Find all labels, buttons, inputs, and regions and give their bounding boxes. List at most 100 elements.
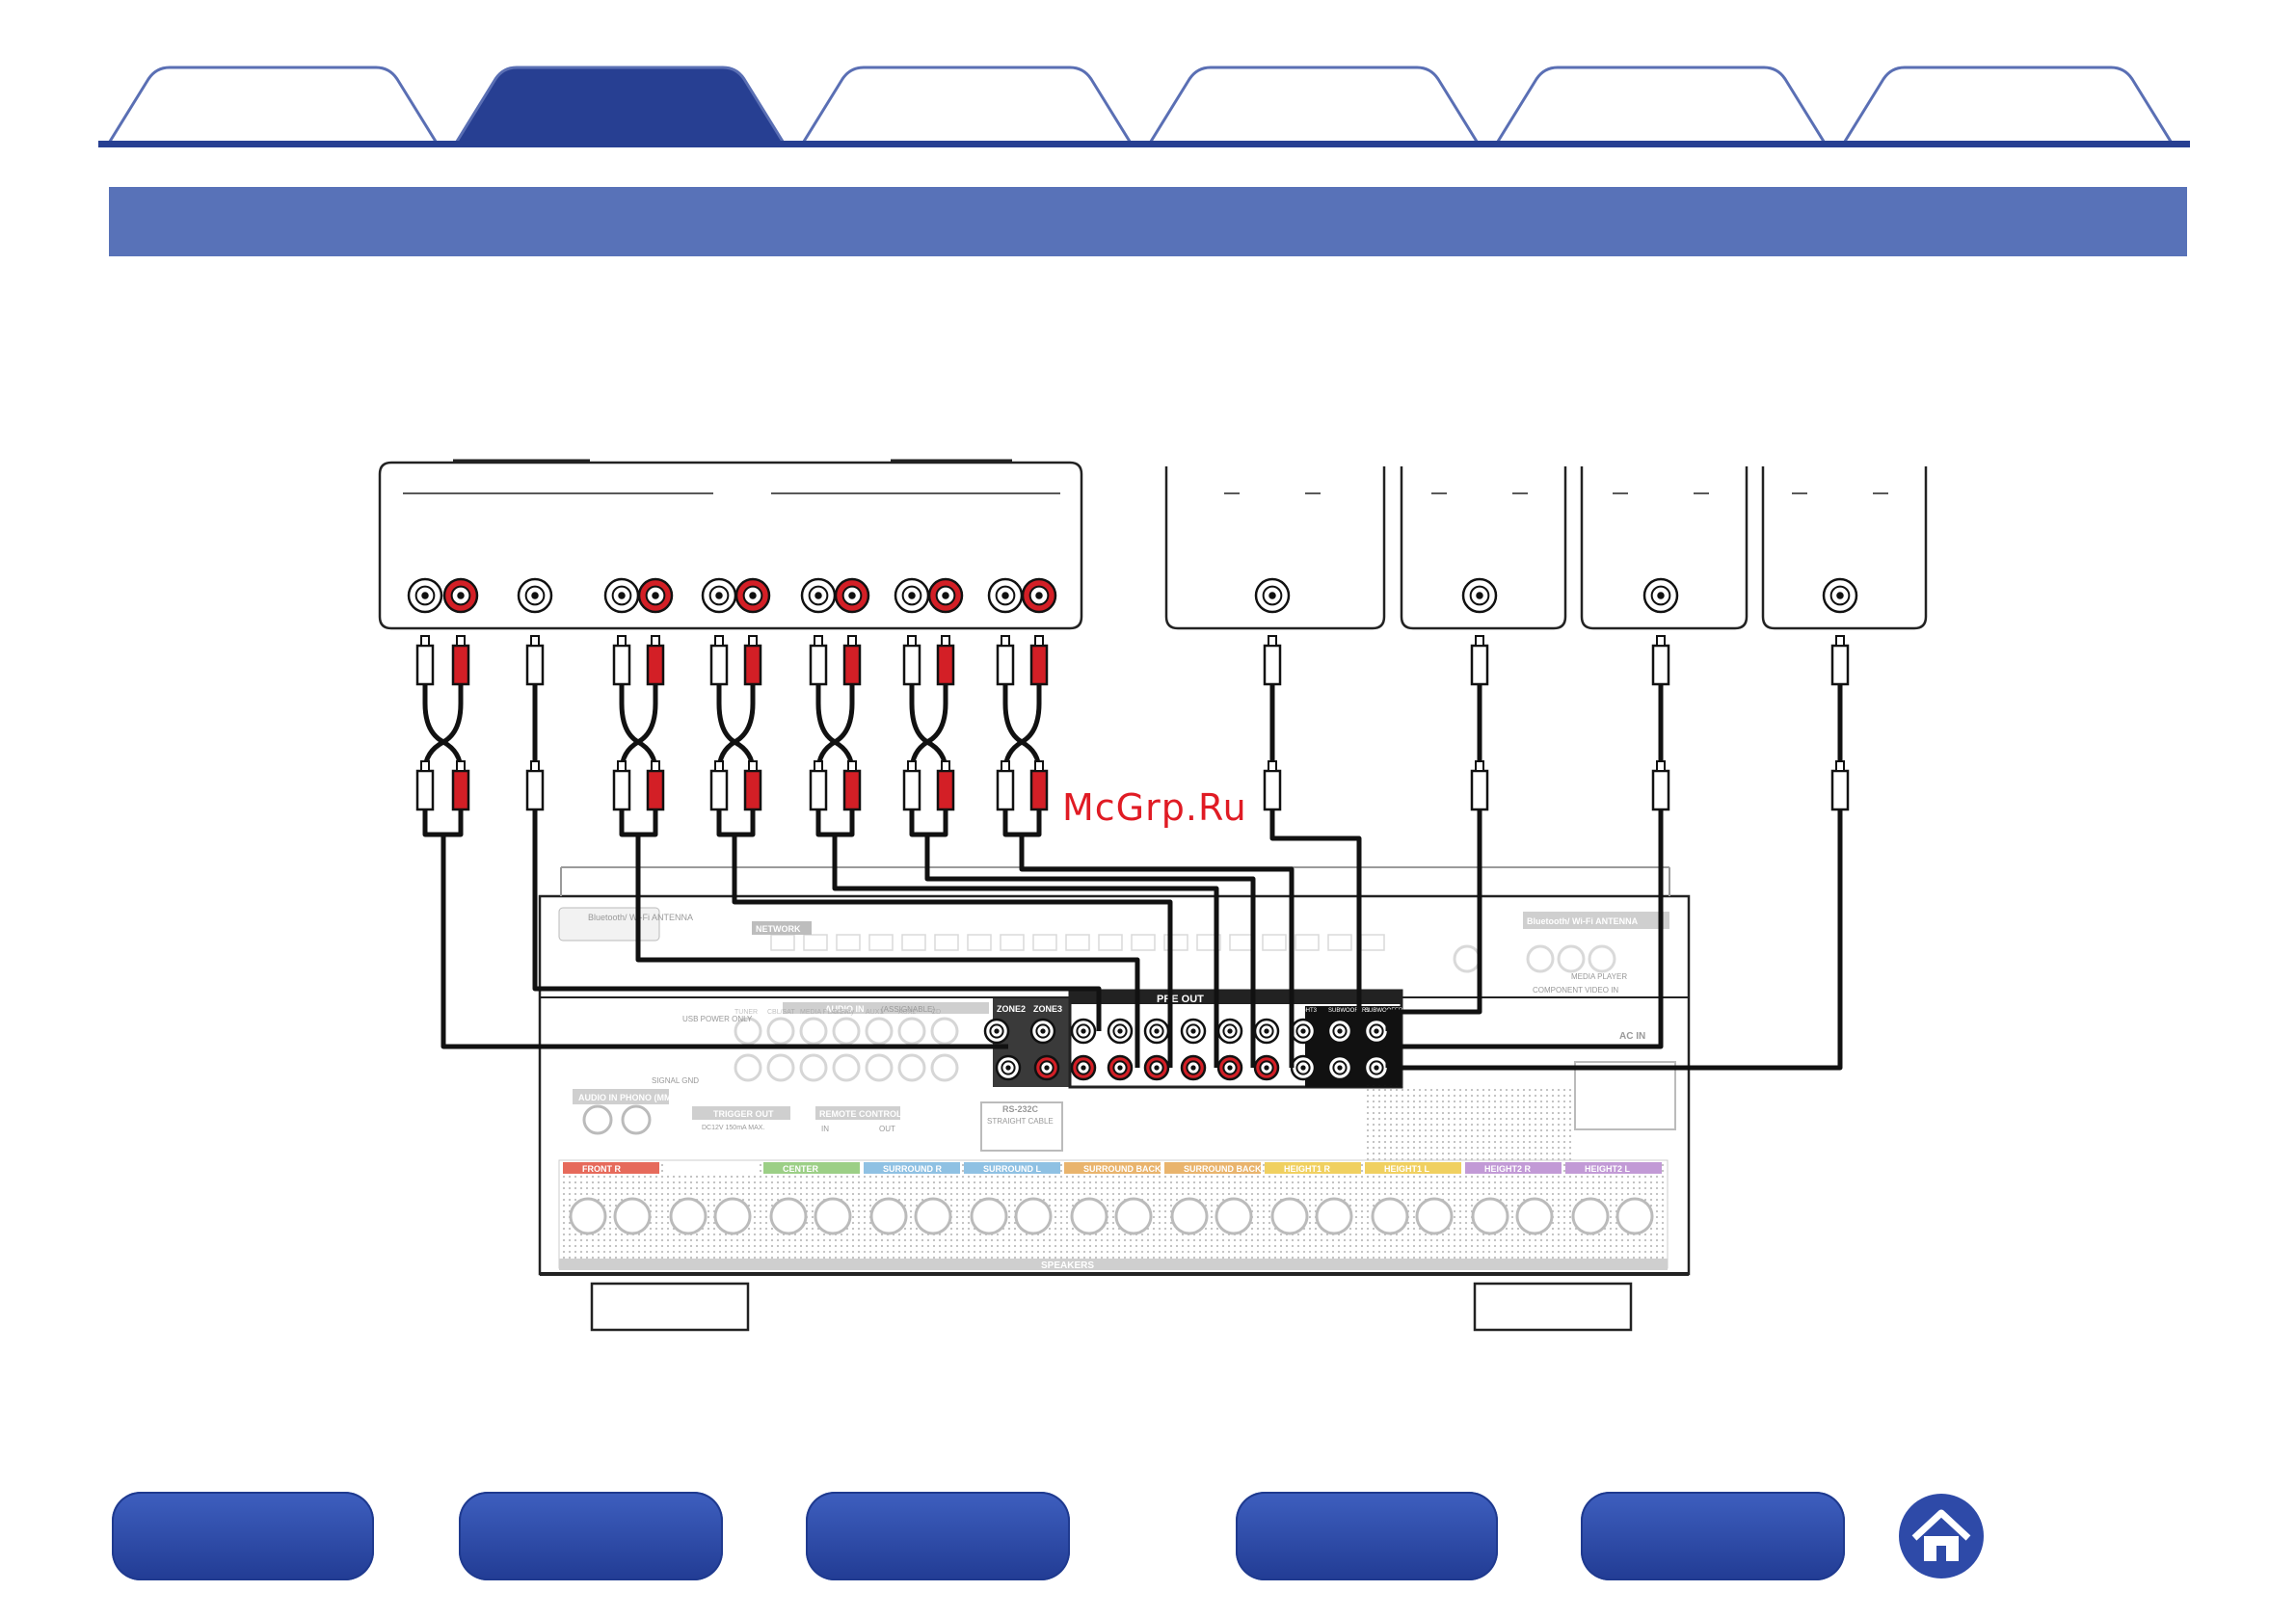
speaker-group-label-5: SURROUND L (983, 1164, 1042, 1174)
cable-mono-plug-top (525, 635, 545, 686)
speaker-group-8 (1265, 1162, 1361, 1174)
cable-4-plug-top-l (809, 635, 828, 686)
tab-2[interactable] (452, 66, 788, 146)
tab-6[interactable] (1840, 66, 2176, 146)
network-label: NETWORK (756, 924, 801, 934)
cable-4-plug-top-r (842, 635, 862, 686)
cable-6-plug-bottom-r (1029, 760, 1049, 811)
tab-3[interactable] (799, 66, 1135, 146)
zone2-label: ZONE2 (997, 1004, 1026, 1014)
cable-route-6 (924, 835, 1256, 1068)
sub-cable-3-plug-top (1651, 635, 1670, 686)
speaker-group-label-2: FRONT L (682, 1164, 720, 1174)
subwoofer-box-4 (1761, 466, 1928, 630)
home-button[interactable] (1897, 1492, 1986, 1580)
nav-button-1[interactable] (112, 1492, 374, 1580)
cable-2-plug-bottom-l (612, 760, 631, 811)
speaker-group-label-4: SURROUND R (883, 1164, 943, 1174)
preout-channel-label-2: CENTER (1108, 1008, 1133, 1014)
sub-cable-3-plug-bottom (1651, 760, 1670, 811)
speaker-group-label-3: CENTER (783, 1164, 819, 1174)
cable-3-plug-bottom-l (709, 760, 729, 811)
speaker-group-label-11: HEIGHT2 L (1585, 1164, 1631, 1174)
speaker-group-9 (1365, 1162, 1461, 1174)
cable-route-2 (532, 809, 1102, 1031)
trigger-sub-label: DC12V 150mA MAX. (702, 1125, 764, 1131)
nav-button-5[interactable] (1581, 1492, 1845, 1580)
cable-mono-plug-bottom (525, 760, 545, 811)
watermark: McGrp.Ru (1062, 786, 1247, 829)
usb-label: USB POWER ONLY (682, 1015, 753, 1023)
audio-in-assignable: (ASSIGNABLE) (881, 1005, 935, 1014)
cable-1-plug-top-r (451, 635, 470, 686)
cable-1-plug-bottom-l (415, 760, 435, 811)
preout-channel-label-5: HEIGHT1 (1218, 1008, 1244, 1014)
nav-button-2[interactable] (459, 1492, 723, 1580)
preout-label: PRE OUT (1157, 994, 1204, 1005)
cable-2-plug-top-r (646, 635, 665, 686)
cable-1-plug-top-l (415, 635, 435, 686)
sub-cable-4-plug-top (1830, 635, 1850, 686)
speakers-label: SPEAKERS (1041, 1260, 1094, 1271)
remote-in-label: IN (821, 1125, 829, 1133)
preout-channel-label-8: SUBWOOFER1 (1328, 1008, 1370, 1014)
preout-channel-label-9: SUBWOOFER2 (1365, 1008, 1406, 1014)
tab-bar (98, 66, 2190, 147)
cable-6-plug-top-r (1029, 635, 1049, 686)
cable-5-plug-bottom-r (936, 760, 955, 811)
sub-cable-route-2 (1385, 809, 1482, 1031)
speaker-group-label-8: HEIGHT1 R (1284, 1164, 1331, 1174)
sub-cable-1-plug-top (1263, 635, 1282, 686)
trigger-label: TRIGGER OUT (713, 1109, 774, 1119)
tab-4[interactable] (1146, 66, 1482, 146)
cable-route-1 (441, 835, 1008, 1049)
cable-2-plug-bottom-r (646, 760, 665, 811)
component-video-label: COMPONENT VIDEO IN (1533, 986, 1618, 995)
remote-control-label: REMOTE CONTROL (819, 1109, 902, 1119)
cable-1-plug-bottom-r (451, 760, 470, 811)
tab-5[interactable] (1493, 66, 1829, 146)
cable-2-plug-top-l (612, 635, 631, 686)
cable-5-plug-top-r (936, 635, 955, 686)
speaker-group-label-9: HEIGHT1 L (1384, 1164, 1430, 1174)
speaker-group-2 (663, 1162, 760, 1174)
speaker-group-5 (964, 1162, 1060, 1174)
sub-cable-route-1 (1269, 809, 1362, 1031)
antenna-label-left: Bluetooth/ Wi-Fi ANTENNA (588, 913, 693, 922)
sub-cable-route-4 (1388, 809, 1843, 1071)
speaker-group-3 (763, 1162, 860, 1174)
straight-cable-label: STRAIGHT CABLE (987, 1117, 1054, 1126)
speaker-group-label-6: SURROUND BACK R (1083, 1164, 1170, 1174)
nav-button-4[interactable] (1236, 1492, 1498, 1580)
receiver-foot-left (590, 1282, 750, 1332)
audio-in-input-label-7: CD (931, 1009, 941, 1016)
cable-3-plug-top-l (709, 635, 729, 686)
cable-5-plug-top-l (902, 635, 921, 686)
audio-in-input-label-3: MEDIA PLAYER (800, 1009, 849, 1016)
cable-3-plug-bottom-r (743, 760, 762, 811)
phono-label: AUDIO IN PHONO (MM) (578, 1093, 675, 1102)
cable-route-5 (832, 835, 1219, 1068)
sub-cable-4-plug-bottom (1830, 760, 1850, 811)
cable-route-4 (732, 835, 1173, 1068)
rs232c-label: RS-232C (1002, 1104, 1039, 1114)
cable-6-plug-top-l (996, 635, 1015, 686)
speaker-group-label-7: SURROUND BACK L (1184, 1164, 1269, 1174)
cable-4-plug-bottom-r (842, 760, 862, 811)
speaker-group-label-1: FRONT R (582, 1164, 621, 1174)
power-amplifier-box (378, 459, 1083, 630)
receiver-foot-right (1473, 1282, 1633, 1332)
subwoofer-box-3 (1580, 466, 1749, 630)
tab-1[interactable] (105, 66, 441, 146)
nav-button-3[interactable] (806, 1492, 1070, 1580)
tab-bar-underline (98, 141, 2190, 147)
section-title-banner (109, 187, 2187, 256)
sub-cable-route-3 (1385, 809, 1664, 1068)
av-receiver-rear-panel: Bluetooth/ Wi-Fi ANTENNA NETWORK Bluetoo… (538, 866, 1691, 1332)
media-player-label: MEDIA PLAYER (1571, 972, 1627, 981)
audio-in-input-label-1: TUNER (734, 1009, 758, 1016)
audio-in-input-label-2: CBL/SAT (767, 1009, 795, 1016)
sub-cable-2-plug-top (1470, 635, 1489, 686)
cable-6-plug-bottom-l (996, 760, 1015, 811)
zone3-label: ZONE3 (1033, 1004, 1062, 1014)
